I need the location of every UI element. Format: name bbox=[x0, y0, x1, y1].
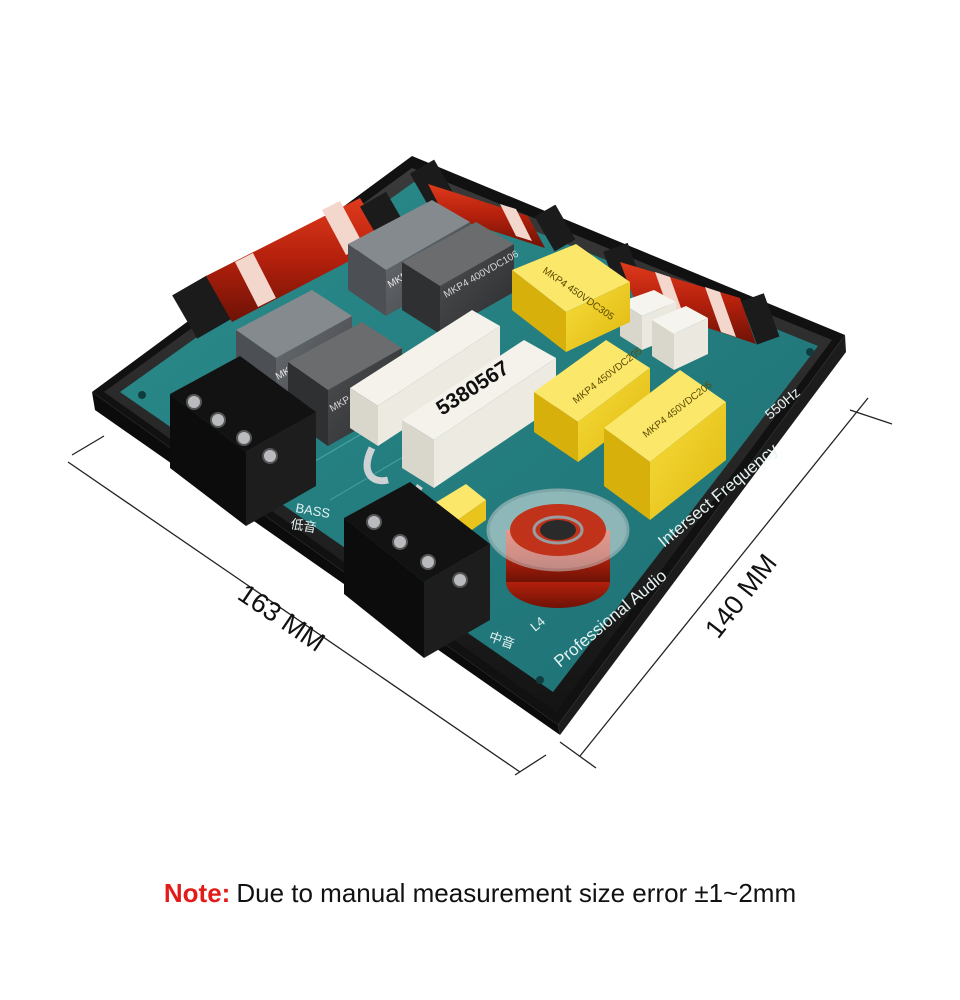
depth-dimension-line bbox=[559, 397, 893, 769]
board-bass-label: BASS bbox=[294, 500, 331, 521]
ceramic-resistor: 5380567 bbox=[402, 340, 556, 488]
air-core-inductor bbox=[486, 488, 630, 608]
width-dimension-label: 163 MM bbox=[233, 578, 331, 657]
small-resistor bbox=[652, 306, 708, 370]
capacitor: MKP4 400VDC106 bbox=[402, 222, 521, 334]
inductor-coil bbox=[603, 242, 780, 345]
depth-dimension-label: 140 MM bbox=[699, 548, 783, 643]
width-dimension-line bbox=[67, 435, 547, 776]
capacitor: MKP4 450VDC305 bbox=[512, 244, 630, 352]
note-text: Due to manual measurement size error ±1~… bbox=[236, 878, 797, 908]
board-bass-cn-label: 低音 bbox=[289, 516, 317, 535]
resistor-lead bbox=[363, 446, 389, 485]
note-label: Note: bbox=[163, 878, 231, 908]
terminal-block bbox=[170, 356, 316, 526]
terminal-block bbox=[344, 482, 490, 658]
measurement-note: Note:Due to manual measurement size erro… bbox=[0, 878, 960, 909]
inductor-coil bbox=[409, 159, 576, 252]
